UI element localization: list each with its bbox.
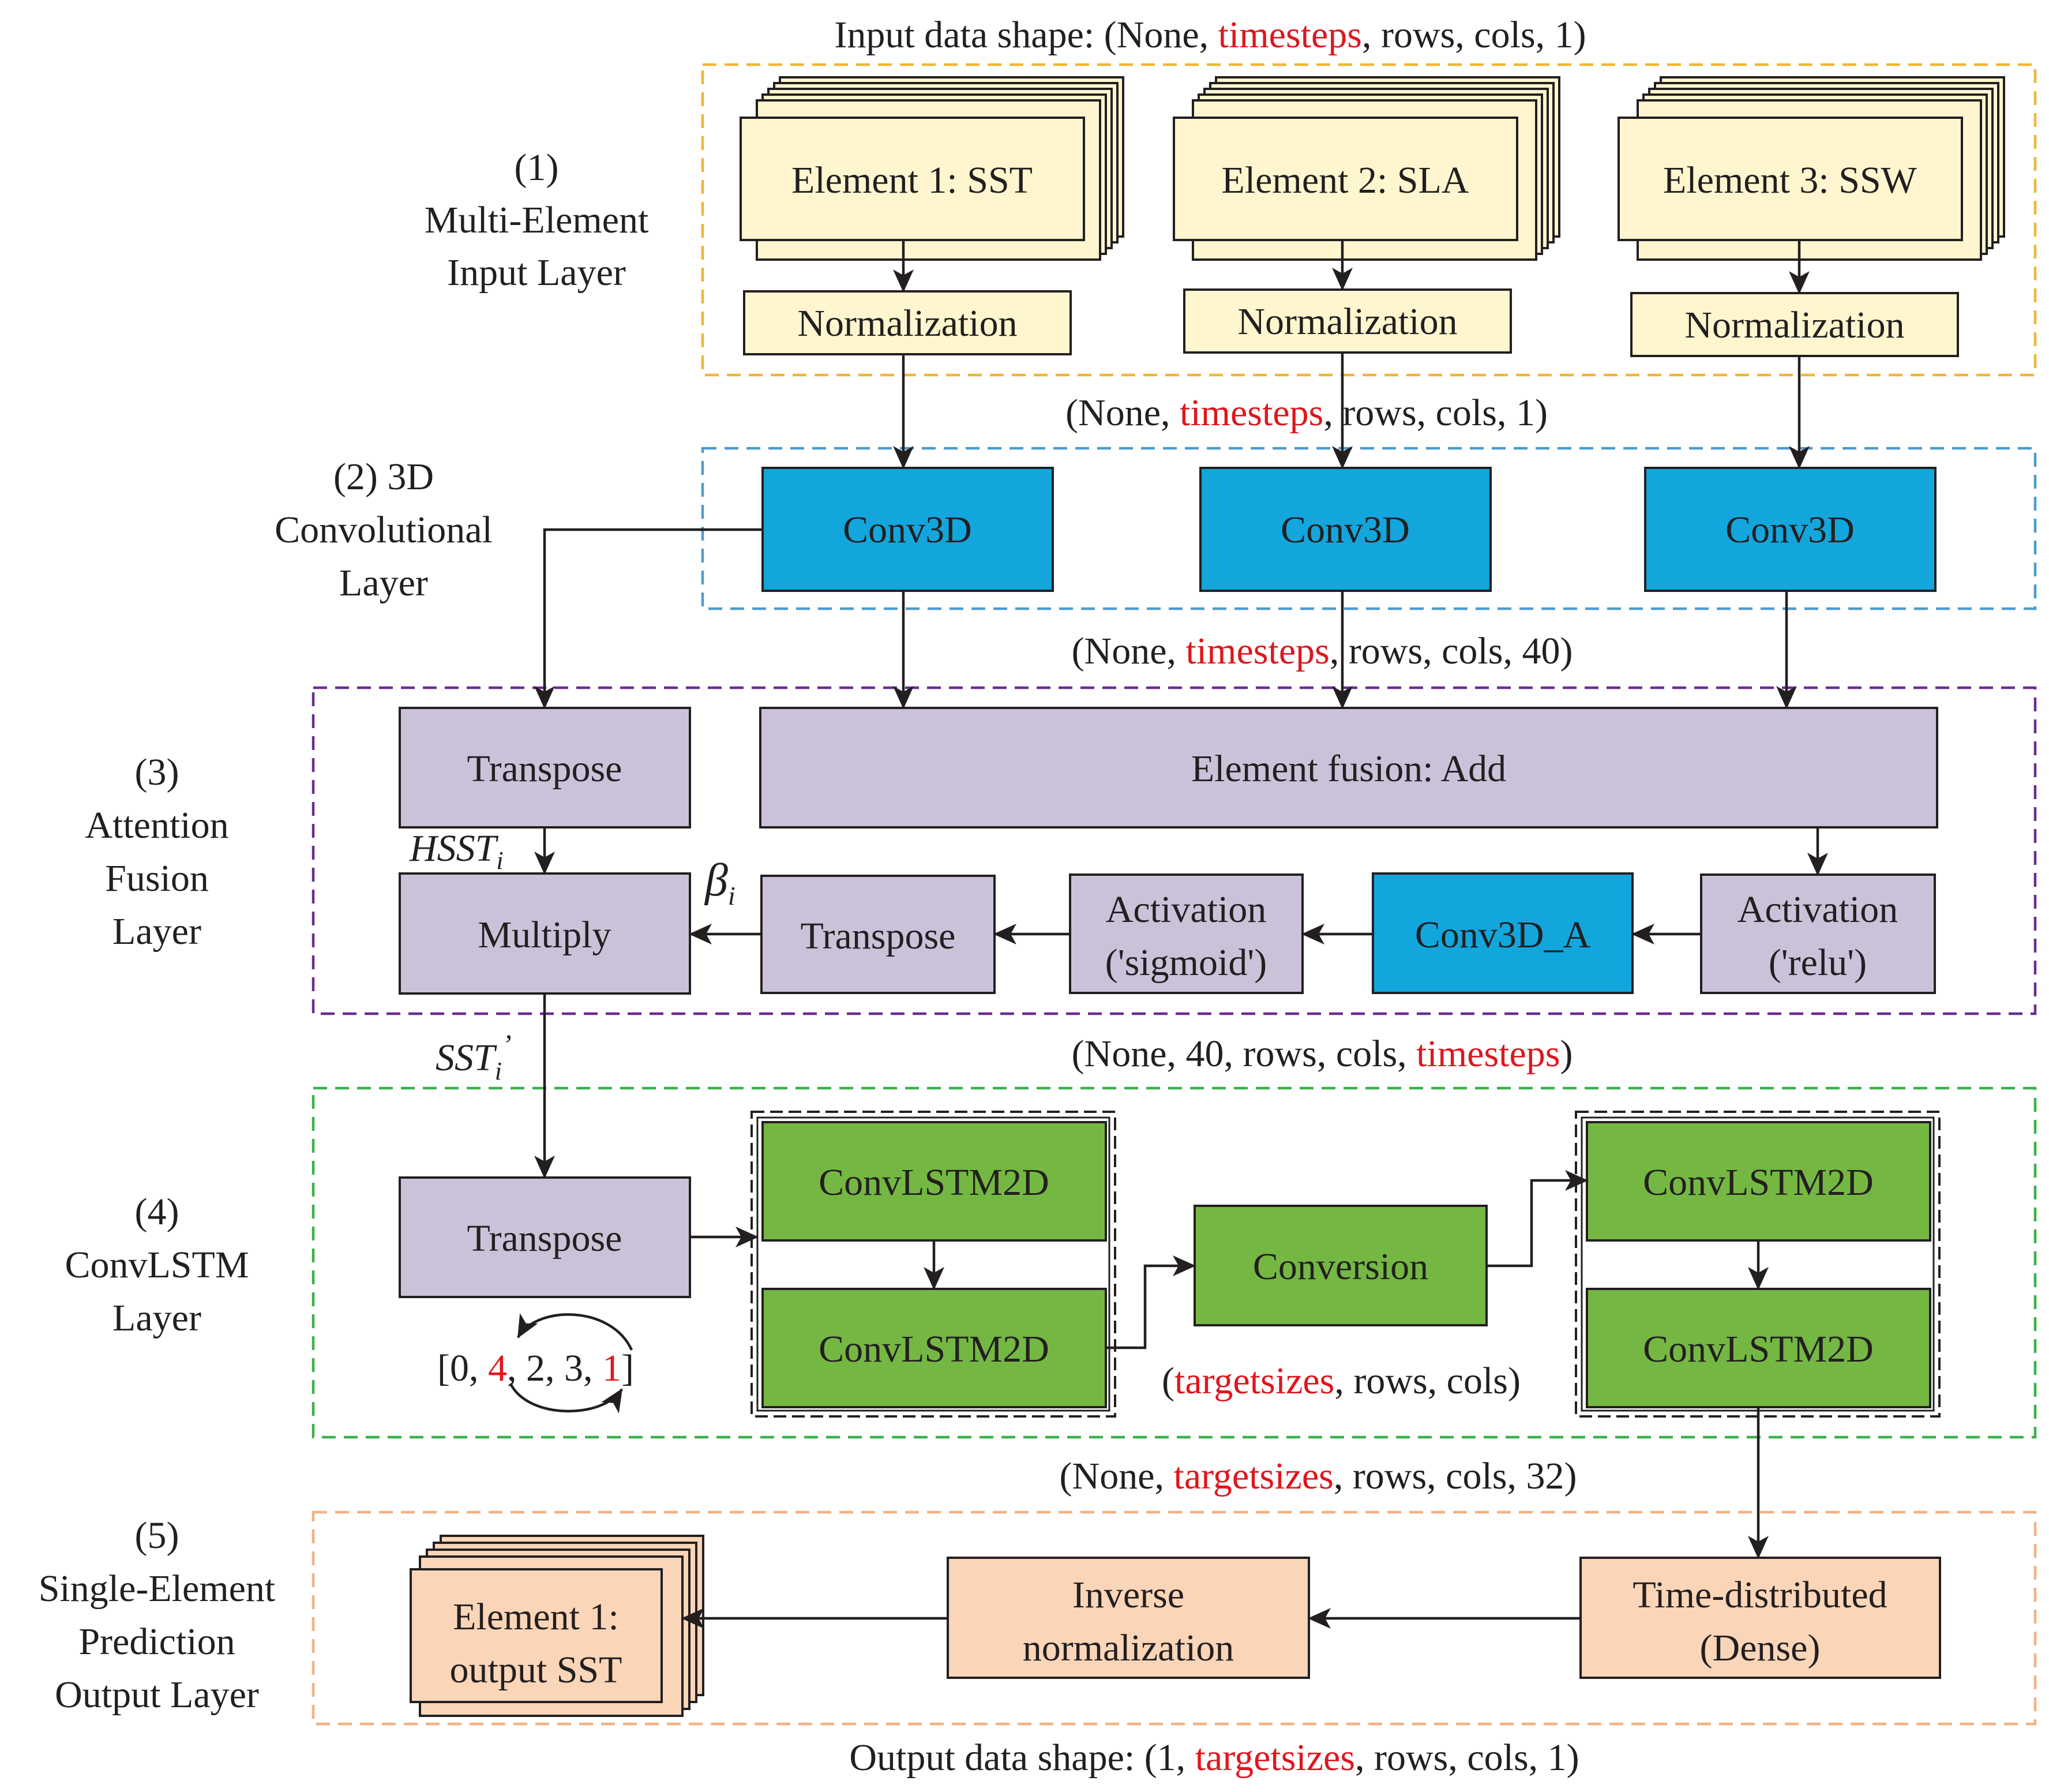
beta-symbol: βi xyxy=(704,855,735,910)
svg-text:Element 2: SLA: Element 2: SLA xyxy=(1222,159,1469,201)
normalization-box-2: Normalization xyxy=(1183,288,1512,354)
output-layer-label: (5) Single-Element Prediction Output Lay… xyxy=(39,1514,276,1716)
convlstm-group-1-outline xyxy=(750,1111,1116,1418)
svg-text:Inverse: Inverse xyxy=(1072,1574,1184,1616)
svg-text:Output Layer: Output Layer xyxy=(55,1674,259,1716)
convlstm-group-1-frame xyxy=(756,1116,1110,1412)
svg-text:(2) 3D: (2) 3D xyxy=(333,456,434,498)
svg-text:Multi-Element: Multi-Element xyxy=(425,199,649,241)
output-sst-stack: Element 1: output SST xyxy=(410,1535,704,1717)
svg-text:Normalization: Normalization xyxy=(1684,304,1904,346)
svg-text:(5): (5) xyxy=(135,1514,179,1557)
conversion-shape-label: (targetsizes, rows, cols) xyxy=(1162,1360,1521,1402)
svg-text:Layer: Layer xyxy=(112,910,201,953)
svg-text:Transpose: Transpose xyxy=(801,915,956,957)
convlstm2d-box-2: ConvLSTM2D xyxy=(761,1288,1107,1408)
svg-text:Conv3D: Conv3D xyxy=(1281,509,1410,551)
convlstm2d-box-4: ConvLSTM2D xyxy=(1586,1288,1931,1408)
normalized-shape-label: (None, timesteps, rows, cols, 1) xyxy=(1065,392,1548,434)
svg-text:Element 1: SST: Element 1: SST xyxy=(791,159,1033,201)
element-3-ssw-stack: Element 3: SSW xyxy=(1618,76,2005,261)
output-shape-label: Output data shape: (1, targetsizes, rows… xyxy=(849,1737,1579,1779)
activation-relu-box: Activation ('relu') xyxy=(1700,873,1936,994)
svg-text:Conversion: Conversion xyxy=(1253,1246,1428,1288)
conv3d-box-2: Conv3D xyxy=(1199,467,1492,592)
svg-text:Attention: Attention xyxy=(85,804,228,846)
svg-text:Transpose: Transpose xyxy=(467,1217,622,1259)
svg-text:Element 3: SSW: Element 3: SSW xyxy=(1663,159,1917,201)
svg-text:Conv3D: Conv3D xyxy=(843,509,972,551)
svg-text:Single-Element: Single-Element xyxy=(39,1568,276,1610)
svg-text:Convolutional: Convolutional xyxy=(275,509,493,551)
svg-text:Normalization: Normalization xyxy=(797,302,1017,344)
conv-shape-label: (None, timesteps, rows, cols, 40) xyxy=(1072,630,1573,672)
element-1-sst-stack: Element 1: SST xyxy=(740,76,1124,261)
svg-text:Normalization: Normalization xyxy=(1237,301,1457,343)
svg-text:Prediction: Prediction xyxy=(78,1621,235,1663)
attention-layer-label: (3) Attention Fusion Layer xyxy=(85,751,228,953)
svg-text:ConvLSTM2D: ConvLSTM2D xyxy=(1643,1161,1874,1204)
conv-layer-label: (2) 3D Convolutional Layer xyxy=(275,456,493,604)
transpose-box-convlstm: Transpose xyxy=(399,1176,691,1298)
svg-text:ConvLSTM: ConvLSTM xyxy=(65,1244,249,1286)
svg-text:Transpose: Transpose xyxy=(467,748,622,790)
swap-arrow-top xyxy=(517,1313,633,1351)
attention-shape-label: (None, 40, rows, cols, timesteps) xyxy=(1072,1033,1573,1075)
svg-text:Activation: Activation xyxy=(1106,888,1267,931)
conv3d-a-box: Conv3D_A xyxy=(1372,872,1634,994)
svg-text:ConvLSTM2D: ConvLSTM2D xyxy=(1643,1328,1874,1370)
svg-text:ConvLSTM2D: ConvLSTM2D xyxy=(819,1328,1049,1370)
activation-sigmoid-box: Activation ('sigmoid') xyxy=(1069,873,1304,994)
inverse-normalization-box: Inverse normalization xyxy=(947,1557,1310,1679)
svg-text:('relu'): ('relu') xyxy=(1769,942,1867,984)
svg-text:Input Layer: Input Layer xyxy=(447,252,626,294)
svg-text:(1): (1) xyxy=(515,147,559,189)
svg-text:Conv3D: Conv3D xyxy=(1725,509,1855,551)
normalization-box-1: Normalization xyxy=(743,290,1072,355)
connectors xyxy=(534,240,1828,1629)
multiply-box: Multiply xyxy=(399,872,691,995)
attention-region xyxy=(312,686,2037,1015)
svg-text:Activation: Activation xyxy=(1737,888,1898,931)
svg-text:(Dense): (Dense) xyxy=(1700,1627,1821,1669)
convlstm-shape-label: (None, targetsizes, rows, cols, 32) xyxy=(1060,1455,1577,1497)
svg-text:[0, 4, 2, 3, 1]: [0, 4, 2, 3, 1] xyxy=(437,1347,634,1389)
conv3d-box-1: Conv3D xyxy=(761,467,1054,592)
convlstm-region xyxy=(312,1086,2037,1439)
conversion-box: Conversion xyxy=(1194,1205,1488,1326)
svg-text:Element fusion: Add: Element fusion: Add xyxy=(1191,748,1506,790)
convlstm-layer-label: (4) ConvLSTM Layer xyxy=(65,1191,249,1339)
svg-text:output SST: output SST xyxy=(450,1649,622,1691)
svg-text:Layer: Layer xyxy=(112,1297,201,1339)
time-distributed-dense-box: Time-distributed (Dense) xyxy=(1579,1557,1941,1679)
svg-text:('sigmoid'): ('sigmoid') xyxy=(1105,942,1267,984)
element-fusion-add-box: Element fusion: Add xyxy=(759,707,1938,828)
hsst-symbol: HSSTi xyxy=(409,827,504,875)
convlstm2d-box-1: ConvLSTM2D xyxy=(761,1121,1107,1242)
svg-text:Fusion: Fusion xyxy=(105,857,209,899)
permutation-label: [0, 4, 2, 3, 1] xyxy=(437,1347,634,1389)
svg-text:normalization: normalization xyxy=(1023,1627,1234,1669)
convlstm2d-box-3: ConvLSTM2D xyxy=(1586,1121,1931,1242)
input-layer-label: (1) Multi-Element Input Layer xyxy=(425,147,649,294)
svg-text:Conv3D_A: Conv3D_A xyxy=(1415,914,1591,956)
transpose-box-top: Transpose xyxy=(399,707,691,828)
element-2-sla-stack: Element 2: SLA xyxy=(1173,76,1560,261)
swap-arrow-bottom xyxy=(509,1383,623,1414)
svg-text:ConvLSTM2D: ConvLSTM2D xyxy=(819,1161,1049,1204)
conv3d-box-3: Conv3D xyxy=(1644,467,1937,592)
svg-text:Multiply: Multiply xyxy=(478,914,611,956)
input-region xyxy=(701,63,2037,377)
svg-text:(4): (4) xyxy=(135,1191,179,1233)
transpose-box-attention: Transpose xyxy=(760,875,996,994)
svg-text:Time-distributed: Time-distributed xyxy=(1633,1574,1887,1616)
svg-text:Layer: Layer xyxy=(339,562,428,604)
svg-text:Element 1:: Element 1: xyxy=(453,1596,619,1638)
sst-prime-symbol: SSTi’ xyxy=(436,1028,512,1085)
svg-text:(3): (3) xyxy=(135,751,179,793)
normalization-box-3: Normalization xyxy=(1630,292,1959,357)
input-shape-label: Input data shape: (None, timesteps, rows… xyxy=(834,14,1586,56)
output-region xyxy=(312,1510,2037,1726)
